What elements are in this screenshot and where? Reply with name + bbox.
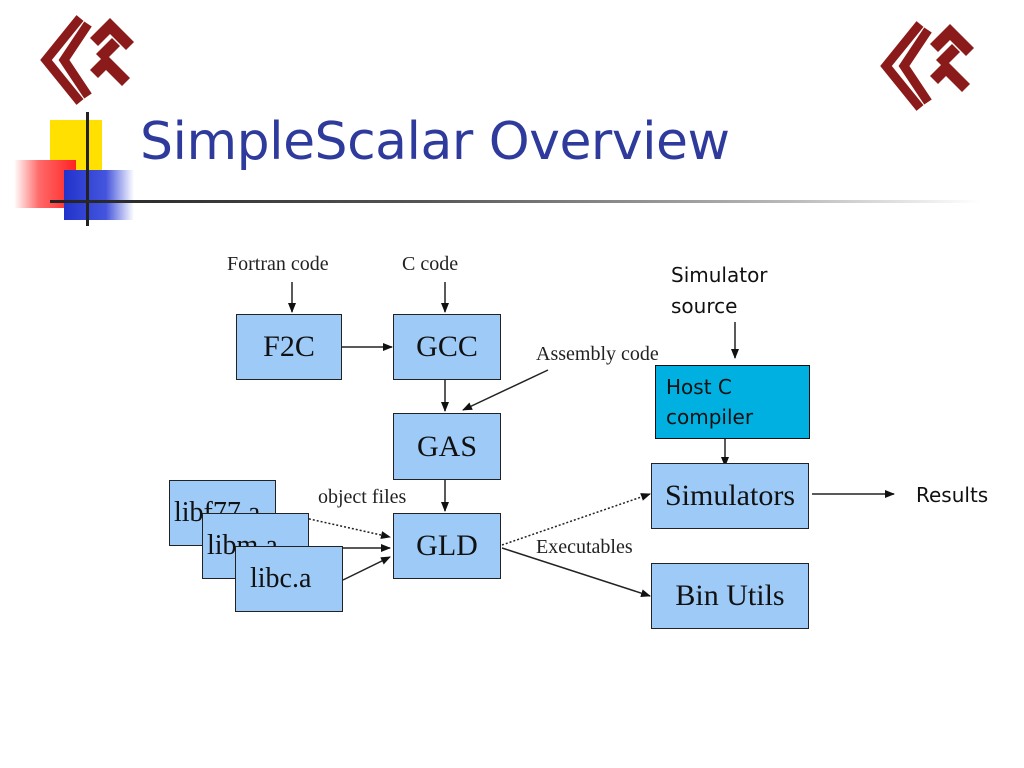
label-fortran-code: Fortran code <box>227 253 329 275</box>
box-simulators: Simulators <box>651 463 809 529</box>
arrow-gld-to-binutils <box>501 547 651 598</box>
university-logo <box>880 21 974 111</box>
label-simulator-source: Simulator source <box>671 263 768 318</box>
university-logo <box>40 15 134 105</box>
label-results: Results <box>916 483 989 507</box>
label-assembly-code: Assembly code <box>536 343 659 365</box>
box-f2c: F2C <box>236 314 342 380</box>
vertical-line-decoration <box>86 112 89 226</box>
box-gcc: GCC <box>393 314 501 380</box>
title-underline <box>50 200 980 203</box>
box-bin-utils: Bin Utils <box>651 563 809 629</box>
arrow-libf77-to-gld <box>304 517 391 539</box>
page-title: SimpleScalar Overview <box>140 112 730 172</box>
arrow-libc-to-gld <box>342 556 391 581</box>
box-host-c-compiler: Host C compiler <box>655 365 810 439</box>
box-libc: libc.a <box>235 546 343 612</box>
label-object-files: object files <box>318 486 407 508</box>
blue-square-decoration <box>64 170 134 220</box>
label-c-code: C code <box>402 253 459 275</box>
label-executables: Executables <box>536 536 633 558</box>
box-gas: GAS <box>393 413 501 480</box>
arrow-assembly-to-gas <box>462 369 549 411</box>
box-gld: GLD <box>393 513 501 579</box>
